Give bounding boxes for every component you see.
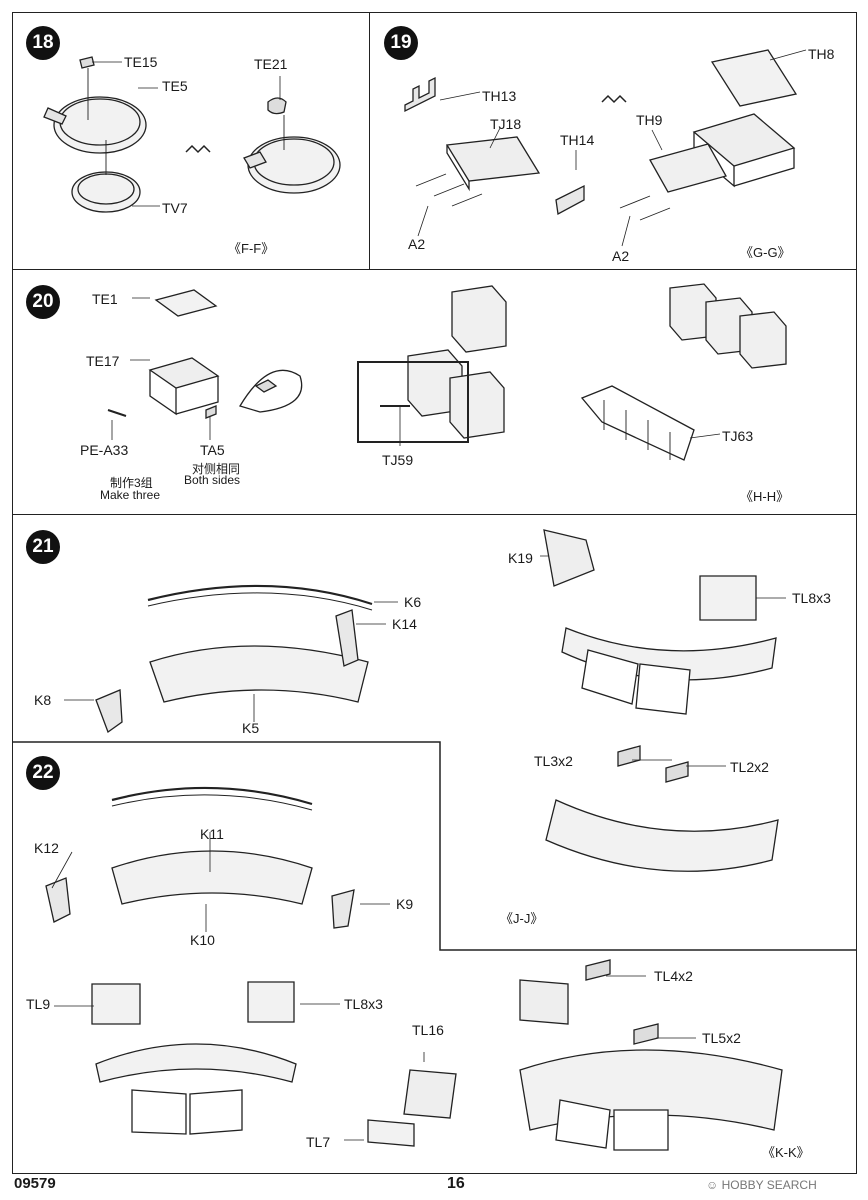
- part-label-th8: TH8: [808, 46, 835, 62]
- part-label-te1: TE1: [92, 291, 118, 307]
- note-make-three-cn: 制作3组: [110, 476, 153, 490]
- part-label-th13: TH13: [482, 88, 517, 104]
- note-make-three-en: Make three: [100, 488, 161, 502]
- part-label-tl8x3-k: TL8x3: [344, 996, 383, 1012]
- part-label-te15: TE15: [124, 54, 158, 70]
- part-label-k6: K6: [404, 594, 422, 610]
- part-label-tl8x3-j: TL8x3: [792, 590, 831, 606]
- view-label-f-f: 《F-F》: [228, 241, 275, 256]
- part-label-pe-a33: PE-A33: [80, 442, 129, 458]
- step-20-badge: 20: [26, 285, 60, 319]
- watermark-logo: ☺ HOBBY SEARCH: [706, 1178, 817, 1192]
- part-label-tj18: TJ18: [490, 116, 522, 132]
- page-number: 16: [447, 1175, 465, 1192]
- part-label-tl3x2: TL3x2: [534, 753, 573, 769]
- note-both-sides-en: Both sides: [184, 473, 241, 487]
- watermark-text: HOBBY SEARCH: [721, 1178, 817, 1192]
- part-label-te21: TE21: [254, 56, 288, 72]
- part-label-te5: TE5: [162, 78, 188, 94]
- part-label-tj63: TJ63: [722, 428, 754, 444]
- part-label-k10: K10: [190, 932, 215, 948]
- document-code: 09579: [14, 1175, 56, 1192]
- part-label-tl4x2: TL4x2: [654, 968, 693, 984]
- part-label-k8: K8: [34, 692, 52, 708]
- part-label-tl9: TL9: [26, 996, 51, 1012]
- part-label-k19: K19: [508, 550, 533, 566]
- part-label-a2-right: A2: [612, 248, 630, 264]
- part-label-k5: K5: [242, 720, 260, 736]
- part-label-th14: TH14: [560, 132, 595, 148]
- step-19-badge: 19: [384, 26, 418, 60]
- part-label-te17: TE17: [86, 353, 120, 369]
- part-label-th9: TH9: [636, 112, 663, 128]
- part-label-tl5x2: TL5x2: [702, 1030, 741, 1046]
- view-label-k-k: 《K-K》: [762, 1145, 810, 1160]
- part-label-tl16: TL16: [412, 1022, 444, 1038]
- view-label-g-g: 《G-G》: [740, 245, 791, 260]
- step-22-badge: 22: [26, 756, 60, 790]
- view-label-j-j: 《J-J》: [500, 911, 544, 926]
- part-label-tl2x2: TL2x2: [730, 759, 769, 775]
- step-18-badge: 18: [26, 26, 60, 60]
- step-21-22-panel: [12, 514, 857, 1174]
- part-label-ta5: TA5: [200, 442, 225, 458]
- part-label-k9: K9: [396, 896, 414, 912]
- part-label-k14: K14: [392, 616, 417, 632]
- part-label-tv7: TV7: [162, 200, 188, 216]
- part-label-tl7: TL7: [306, 1134, 331, 1150]
- part-label-tj59: TJ59: [382, 452, 414, 468]
- note-both-sides-cn: 对侧相同: [192, 462, 241, 476]
- smile-icon: ☺: [706, 1178, 719, 1192]
- step-21-badge: 21: [26, 530, 60, 564]
- view-label-h-h: 《H-H》: [740, 489, 790, 504]
- part-label-a2-left: A2: [408, 236, 426, 252]
- part-label-k12: K12: [34, 840, 59, 856]
- part-label-k11: K11: [200, 826, 224, 842]
